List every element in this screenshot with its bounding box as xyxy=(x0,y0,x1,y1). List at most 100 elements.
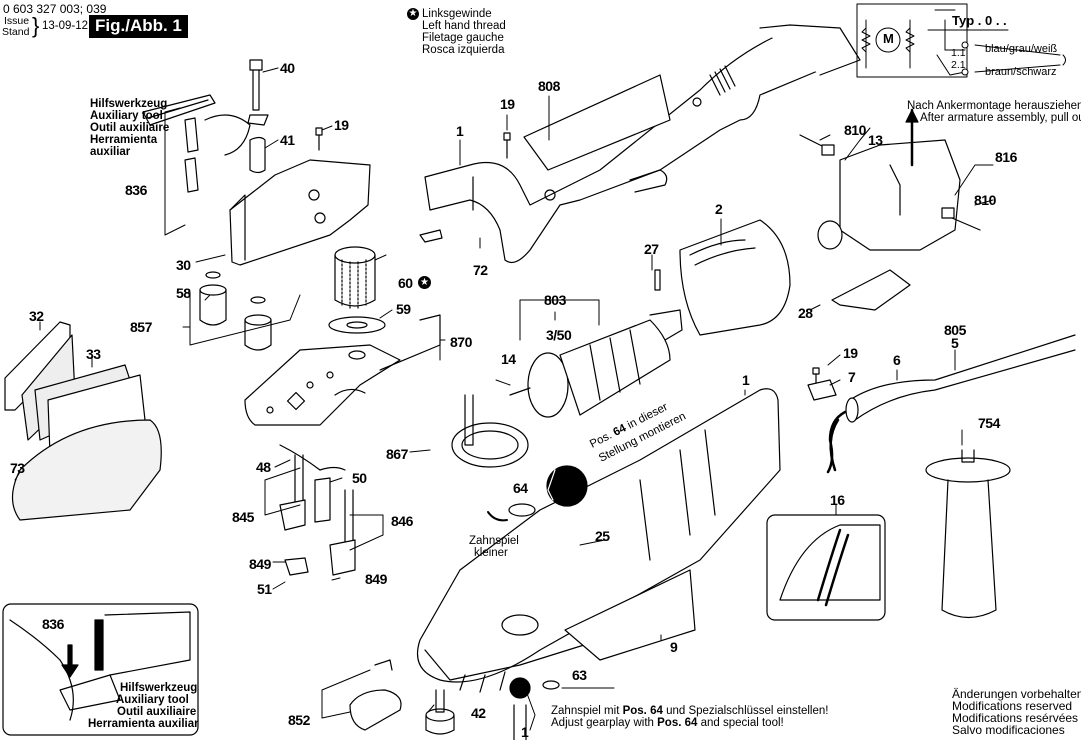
part-label-845: 845 xyxy=(232,509,254,525)
wire-color-1: blau/grau/weiß xyxy=(985,43,1058,55)
part-label-810-bottom: 810 xyxy=(974,192,996,208)
part-number: 0 603 327 003; 039 xyxy=(3,2,107,16)
part-label-2: 2 xyxy=(715,201,723,217)
part-label-754: 754 xyxy=(978,415,1000,431)
part-label-1-housing: 1 xyxy=(742,372,750,388)
gearplay-note-en: Adjust gearplay with Pos. 64 and special… xyxy=(551,717,784,729)
part-label-808: 808 xyxy=(538,78,560,94)
lower-parts xyxy=(349,659,560,740)
part-label-846: 846 xyxy=(391,513,413,529)
issue-label: Issue xyxy=(4,15,30,27)
stand-label: Stand xyxy=(2,26,30,38)
pull-out-note-de: Nach Ankermontage herausziehen! xyxy=(907,100,1081,112)
part-label-1-bottom: 1 xyxy=(521,724,529,740)
inset-aux-line-de: Hilfswerkzeug xyxy=(120,682,198,694)
issue-date: 13-09-12 xyxy=(42,20,89,32)
type-label: Typ . 0 . . xyxy=(952,13,1007,28)
side-handle-754 xyxy=(925,449,1011,619)
part-label-73: 73 xyxy=(10,460,25,476)
power-cord xyxy=(807,334,1076,474)
star-in-circle-icon: ★ xyxy=(407,8,419,20)
part-label-805: 805 xyxy=(944,322,966,338)
issue-brace: } xyxy=(32,13,40,38)
aux-tool-line-fr: Outil auxiliaire xyxy=(90,122,170,134)
notice-es: Salvo modificaciones xyxy=(952,723,1065,737)
part-label-849b: 849 xyxy=(365,571,387,587)
lower-housing xyxy=(416,388,781,693)
notice-fr: Modifications resérvées xyxy=(952,711,1079,725)
armature-803 xyxy=(509,309,683,418)
brush-60 xyxy=(334,246,376,309)
washer-59 xyxy=(328,316,386,334)
part-label-870: 870 xyxy=(450,334,472,350)
clip-72 xyxy=(419,229,443,243)
legend-line-en: Left hand thread xyxy=(422,20,506,32)
part-label-5: 5 xyxy=(951,335,959,351)
plate-9 xyxy=(564,569,696,661)
left-thread-star-icon: ★ xyxy=(418,276,431,289)
part-label-16: 16 xyxy=(830,492,845,508)
gearplay-small-1: Zahnspiel xyxy=(469,535,519,547)
wire-color-2: braun/schwarz xyxy=(985,66,1057,78)
part-label-41: 41 xyxy=(280,132,295,148)
legend-line-de: Linksgewinde xyxy=(422,8,492,20)
terminal-1-1: 1.1 xyxy=(951,47,966,59)
gear-867 xyxy=(451,394,529,468)
notice-de: Änderungen vorbehalten xyxy=(952,687,1081,701)
part-label-63: 63 xyxy=(572,667,587,683)
part-label-14: 14 xyxy=(501,351,516,367)
part-label-60: 60 xyxy=(398,275,413,291)
part-label-40: 40 xyxy=(280,60,295,76)
part-label-816: 816 xyxy=(995,149,1017,165)
pull-out-note-en: After armature assembly, pull out! xyxy=(920,112,1081,124)
aux-tool-line-de: Hilfswerkzeug xyxy=(90,98,168,110)
part-label-50: 50 xyxy=(352,470,367,486)
part-label-13: 13 xyxy=(868,132,883,148)
inset-aux-line-es: Herramienta auxiliar xyxy=(88,718,199,730)
brush-holder-816 xyxy=(799,108,981,311)
bracket-30 xyxy=(229,159,371,266)
sanding-pads xyxy=(4,321,162,521)
part-label-1-top: 1 xyxy=(456,123,464,139)
knob-assembly xyxy=(199,271,272,351)
inset-aux-line-fr: Outil auxiliaire xyxy=(117,706,197,718)
part-label-33: 33 xyxy=(86,346,101,362)
part-label-19: 19 xyxy=(334,117,349,133)
inset-auxiliary-tool xyxy=(2,603,199,736)
part-label-25: 25 xyxy=(595,528,610,544)
part-label-836: 836 xyxy=(125,182,147,198)
part-label-19-cord: 19 xyxy=(843,345,858,361)
part-label-51: 51 xyxy=(257,581,272,597)
part-label-9: 9 xyxy=(670,639,678,655)
terminal-2-1: 2.1 xyxy=(951,59,966,71)
part-label-852: 852 xyxy=(288,712,310,728)
part-label-72: 72 xyxy=(473,262,488,278)
field-coil-2 xyxy=(654,219,791,336)
part-label-58: 58 xyxy=(176,285,191,301)
legend-line-es: Rosca izquierda xyxy=(422,44,505,56)
part-label-32: 32 xyxy=(29,308,44,324)
part-label-27: 27 xyxy=(644,241,659,257)
part-label-64: 64 xyxy=(513,480,528,496)
motor-label: M xyxy=(883,31,894,46)
screw-19-top xyxy=(315,127,820,386)
part-label-28: 28 xyxy=(798,305,813,321)
leader-lines xyxy=(14,67,994,731)
figure-label: Fig./Abb. 1 xyxy=(89,15,188,38)
pos64-indicator xyxy=(487,465,588,522)
bolt-assembly xyxy=(142,59,269,193)
part-label-7: 7 xyxy=(848,369,856,385)
inset-aux-line-en: Auxiliary tool xyxy=(116,694,189,706)
aux-tool-line-es1: Herramienta xyxy=(90,134,158,146)
part-label-42: 42 xyxy=(471,705,486,721)
guide-assemblies xyxy=(279,444,356,576)
aux-tool-line-en: Auxiliary tool xyxy=(90,110,163,122)
notice-en: Modifications reserved xyxy=(952,699,1073,713)
gearplay-small-2: kleiner xyxy=(474,547,508,559)
part-label-857: 857 xyxy=(130,319,152,335)
part-label-849a: 849 xyxy=(249,556,271,572)
part-label-19-top: 19 xyxy=(500,96,515,112)
legend-line-fr: Filetage gauche xyxy=(422,32,504,44)
part-label-48: 48 xyxy=(256,459,271,475)
